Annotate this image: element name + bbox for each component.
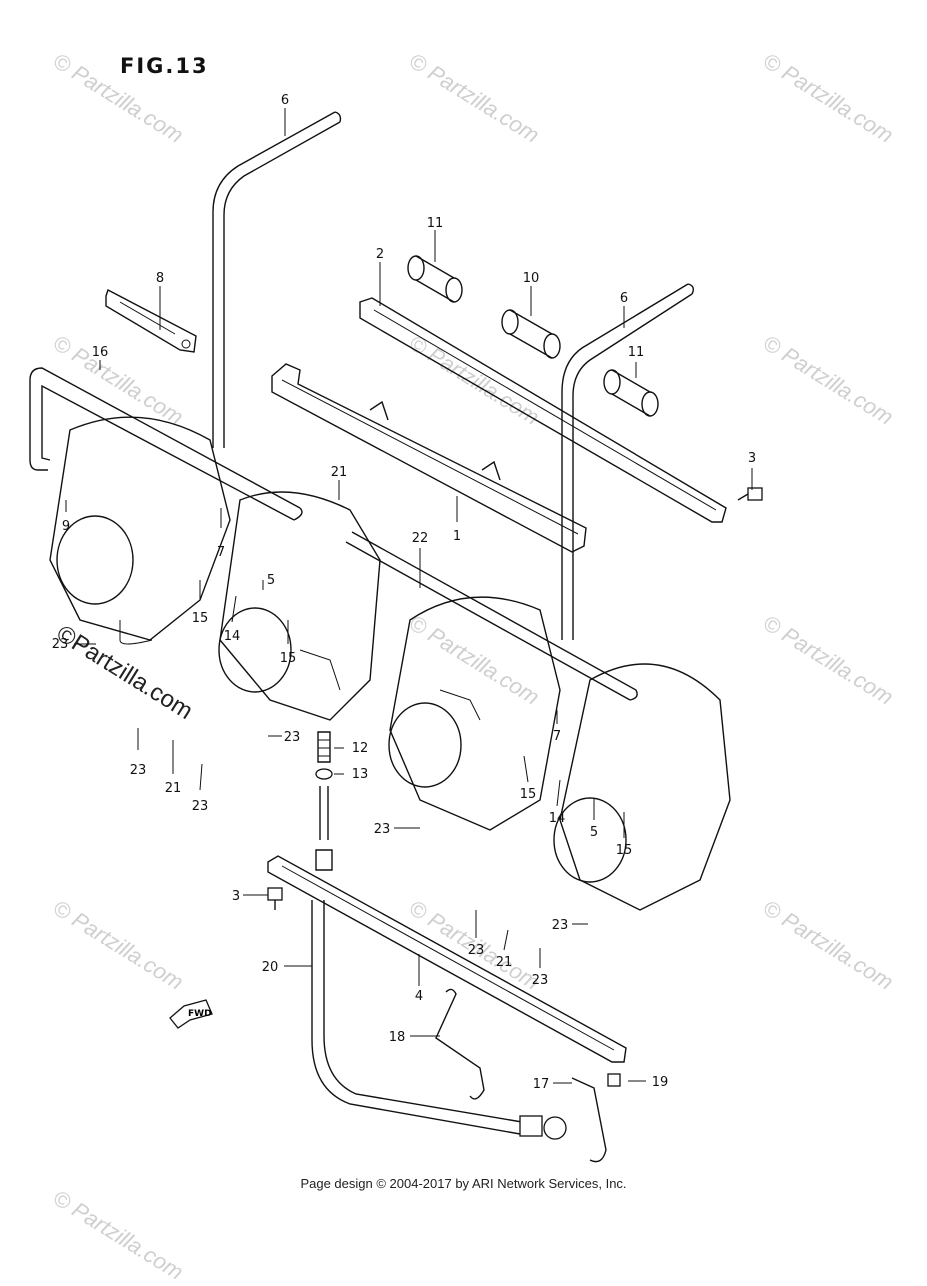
callout-23: 23 xyxy=(284,730,301,745)
callout-18: 18 xyxy=(389,1030,406,1045)
callout-11: 11 xyxy=(427,216,444,231)
callout-5: 5 xyxy=(267,573,275,588)
callout-23: 23 xyxy=(552,918,569,933)
fwd-label: FWD xyxy=(188,1009,212,1019)
watermark: © Partzilla.com xyxy=(48,1185,188,1285)
screw-19 xyxy=(607,1073,621,1087)
washer-13 xyxy=(315,768,333,780)
screw-3-upper xyxy=(737,487,763,501)
callout-11: 11 xyxy=(628,345,645,360)
callout-3: 3 xyxy=(232,889,240,904)
tube-11-lower xyxy=(603,369,659,417)
carburetor-3 xyxy=(388,596,561,831)
screw-12 xyxy=(317,731,331,763)
callouts: 6 8 16 11 2 10 6 11 3 21 9 7 5 15 14 15 … xyxy=(52,93,756,1092)
callout-20: 20 xyxy=(262,960,279,975)
callout-23: 23 xyxy=(130,763,147,778)
clip-17 xyxy=(571,1077,607,1163)
callout-9: 9 xyxy=(62,519,70,534)
callout-14: 14 xyxy=(224,629,241,644)
callout-23: 23 xyxy=(192,799,209,814)
callout-1: 1 xyxy=(453,529,461,544)
callout-17: 17 xyxy=(533,1077,550,1092)
callout-23: 23 xyxy=(52,637,69,652)
copyright-footer: Page design © 2004-2017 by ARI Network S… xyxy=(300,1176,627,1191)
hose-20 xyxy=(311,900,523,1135)
callout-16: 16 xyxy=(92,345,109,360)
callout-23: 23 xyxy=(532,973,549,988)
plate-4 xyxy=(267,855,627,1063)
callout-22: 22 xyxy=(412,531,429,546)
callout-21: 21 xyxy=(165,781,182,796)
callout-14: 14 xyxy=(549,811,566,826)
hose-16 xyxy=(29,367,303,521)
callout-13: 13 xyxy=(352,767,369,782)
spring-18 xyxy=(435,988,485,1100)
carburetor-2 xyxy=(218,491,381,721)
callout-21: 21 xyxy=(331,465,348,480)
figure-title: FIG.13 xyxy=(120,54,209,78)
callout-10: 10 xyxy=(523,271,540,286)
carburetor-4 xyxy=(553,663,731,911)
callout-3: 3 xyxy=(748,451,756,466)
callout-2: 2 xyxy=(376,247,384,262)
callout-21: 21 xyxy=(496,955,513,970)
callout-7: 7 xyxy=(217,545,225,560)
breather-pipe-6-right xyxy=(561,283,695,640)
callout-15: 15 xyxy=(280,651,297,666)
callout-7: 7 xyxy=(553,729,561,744)
carburetor-1 xyxy=(49,416,231,645)
bracket-1 xyxy=(271,363,587,553)
fwd-badge: FWD xyxy=(169,999,213,1029)
plate-8 xyxy=(105,288,197,353)
callout-5: 5 xyxy=(590,825,598,840)
callout-19: 19 xyxy=(652,1075,669,1090)
callout-23: 23 xyxy=(374,822,391,837)
tube-10 xyxy=(501,309,561,359)
callout-23: 23 xyxy=(468,943,485,958)
tube-11-upper xyxy=(407,255,463,303)
callout-12: 12 xyxy=(352,741,369,756)
fuel-pipe-22 xyxy=(345,531,638,701)
plate-2 xyxy=(359,297,727,523)
adjust-screw xyxy=(315,786,333,871)
hose-fitting-20 xyxy=(519,1115,567,1140)
callout-15: 15 xyxy=(520,787,537,802)
breather-pipe-6-left xyxy=(212,111,342,448)
callout-15: 15 xyxy=(192,611,209,626)
callout-8: 8 xyxy=(156,271,164,286)
screw-3-lower xyxy=(267,887,283,910)
callout-4: 4 xyxy=(415,989,423,1004)
callout-6: 6 xyxy=(620,291,628,306)
callout-15: 15 xyxy=(616,843,633,858)
leader-lines xyxy=(65,108,753,1084)
carburetor-exploded-diagram: FWD xyxy=(29,93,763,1163)
callout-6: 6 xyxy=(281,93,289,108)
